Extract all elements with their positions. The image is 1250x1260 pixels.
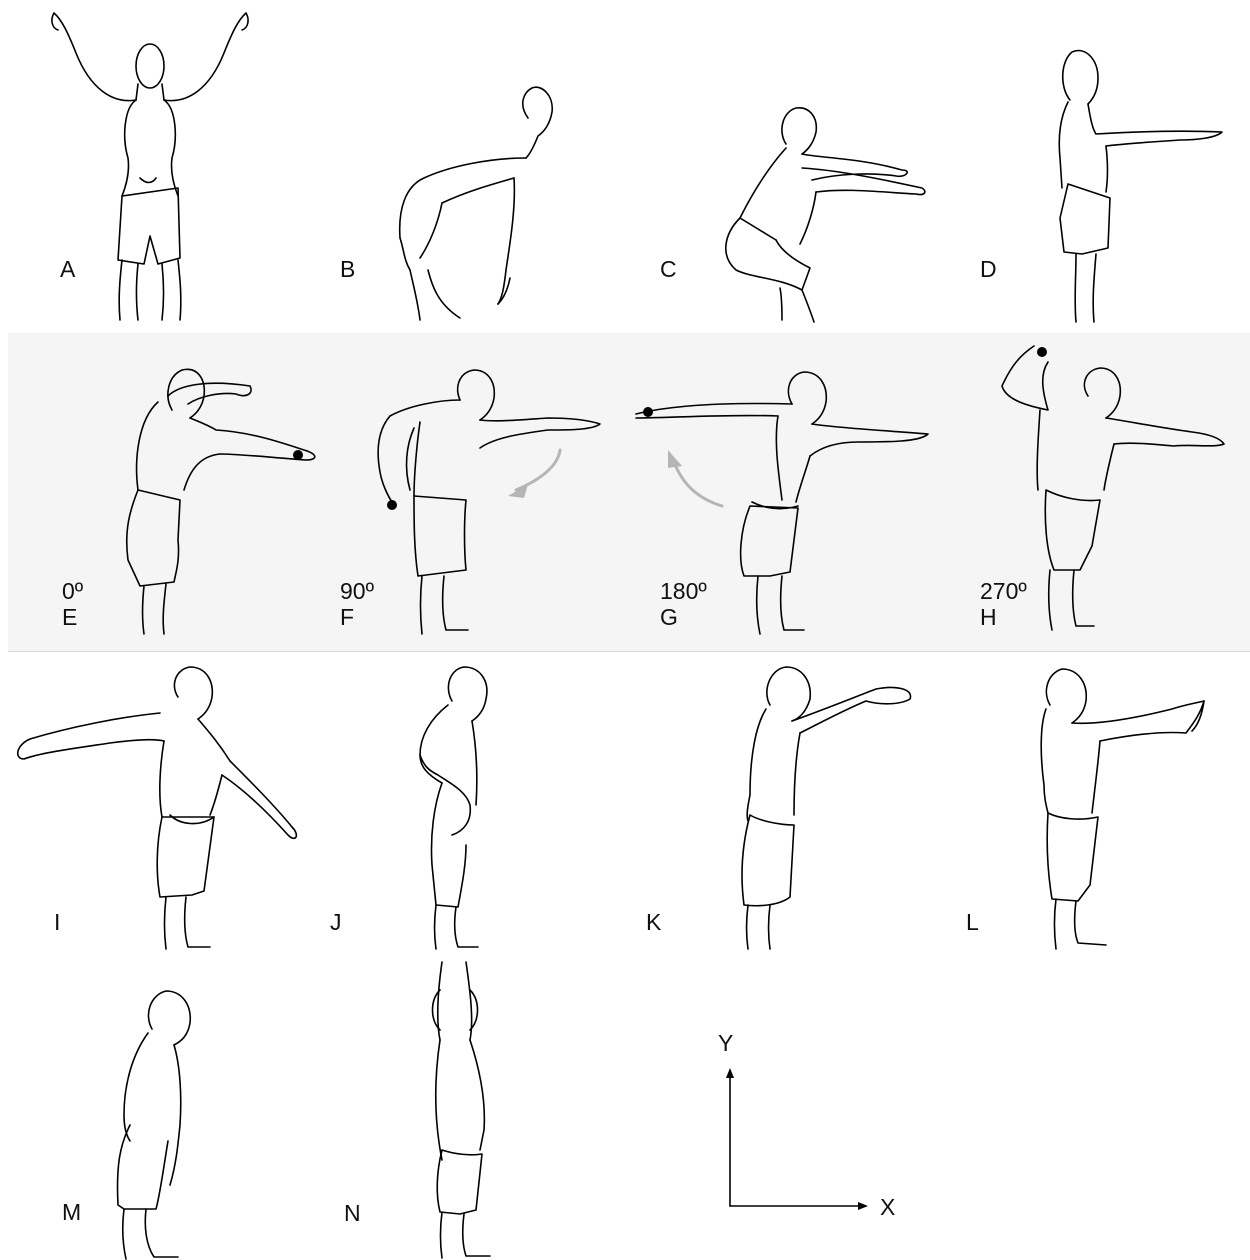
figure-j-drawing [320,665,560,950]
figure-f-angle: 90º [340,580,374,603]
figure-k: K [630,665,930,950]
figure-a-label: A [60,258,75,281]
figure-d: D [960,8,1240,323]
figure-b-label: B [340,258,355,281]
y-axis-label: Y [718,1032,733,1055]
figure-g: 180º G [628,350,948,635]
figure-k-drawing [630,665,930,950]
figure-e-angle: 0º [62,580,83,603]
figure-e: 0º E [40,350,330,635]
figure-i: I [10,665,310,950]
x-axis-label: X [880,1196,895,1219]
figure-k-label: K [646,911,661,934]
figure-f-label: F [340,606,354,629]
figure-d-drawing [960,8,1240,323]
figure-h-label: H [980,606,997,629]
figure-n-drawing [330,960,570,1260]
y-axis-arrowhead [726,1068,734,1078]
figure-i-label: I [54,911,60,934]
figure-l: L [960,665,1240,950]
figure-c: C [640,8,940,323]
figure-b: B [320,8,580,323]
x-axis-arrowhead [858,1202,868,1210]
figure-j-label: J [330,911,342,934]
figure-g-angle: 180º [660,580,707,603]
figure-l-label: L [966,911,979,934]
figure-m: M [40,985,280,1260]
figure-b-drawing [320,8,580,323]
figure-m-label: M [62,1201,81,1224]
figure-c-label: C [660,258,677,281]
figure-h: 270º H [962,340,1242,635]
axes-diagram: Y X [690,1020,920,1220]
figure-i-drawing [10,665,310,950]
figure-e-label: E [62,606,77,629]
figure-h-angle: 270º [980,580,1027,603]
figure-c-drawing [640,8,940,323]
figure-e-drawing [40,350,330,635]
figure-g-label: G [660,606,678,629]
figure-j: J [320,665,560,950]
figure-n: N [330,960,570,1260]
figure-d-label: D [980,258,997,281]
figure-n-label: N [344,1202,361,1225]
figure-l-drawing [960,665,1240,950]
figure-f: 90º F [318,350,618,635]
figure-a: A [40,8,270,323]
